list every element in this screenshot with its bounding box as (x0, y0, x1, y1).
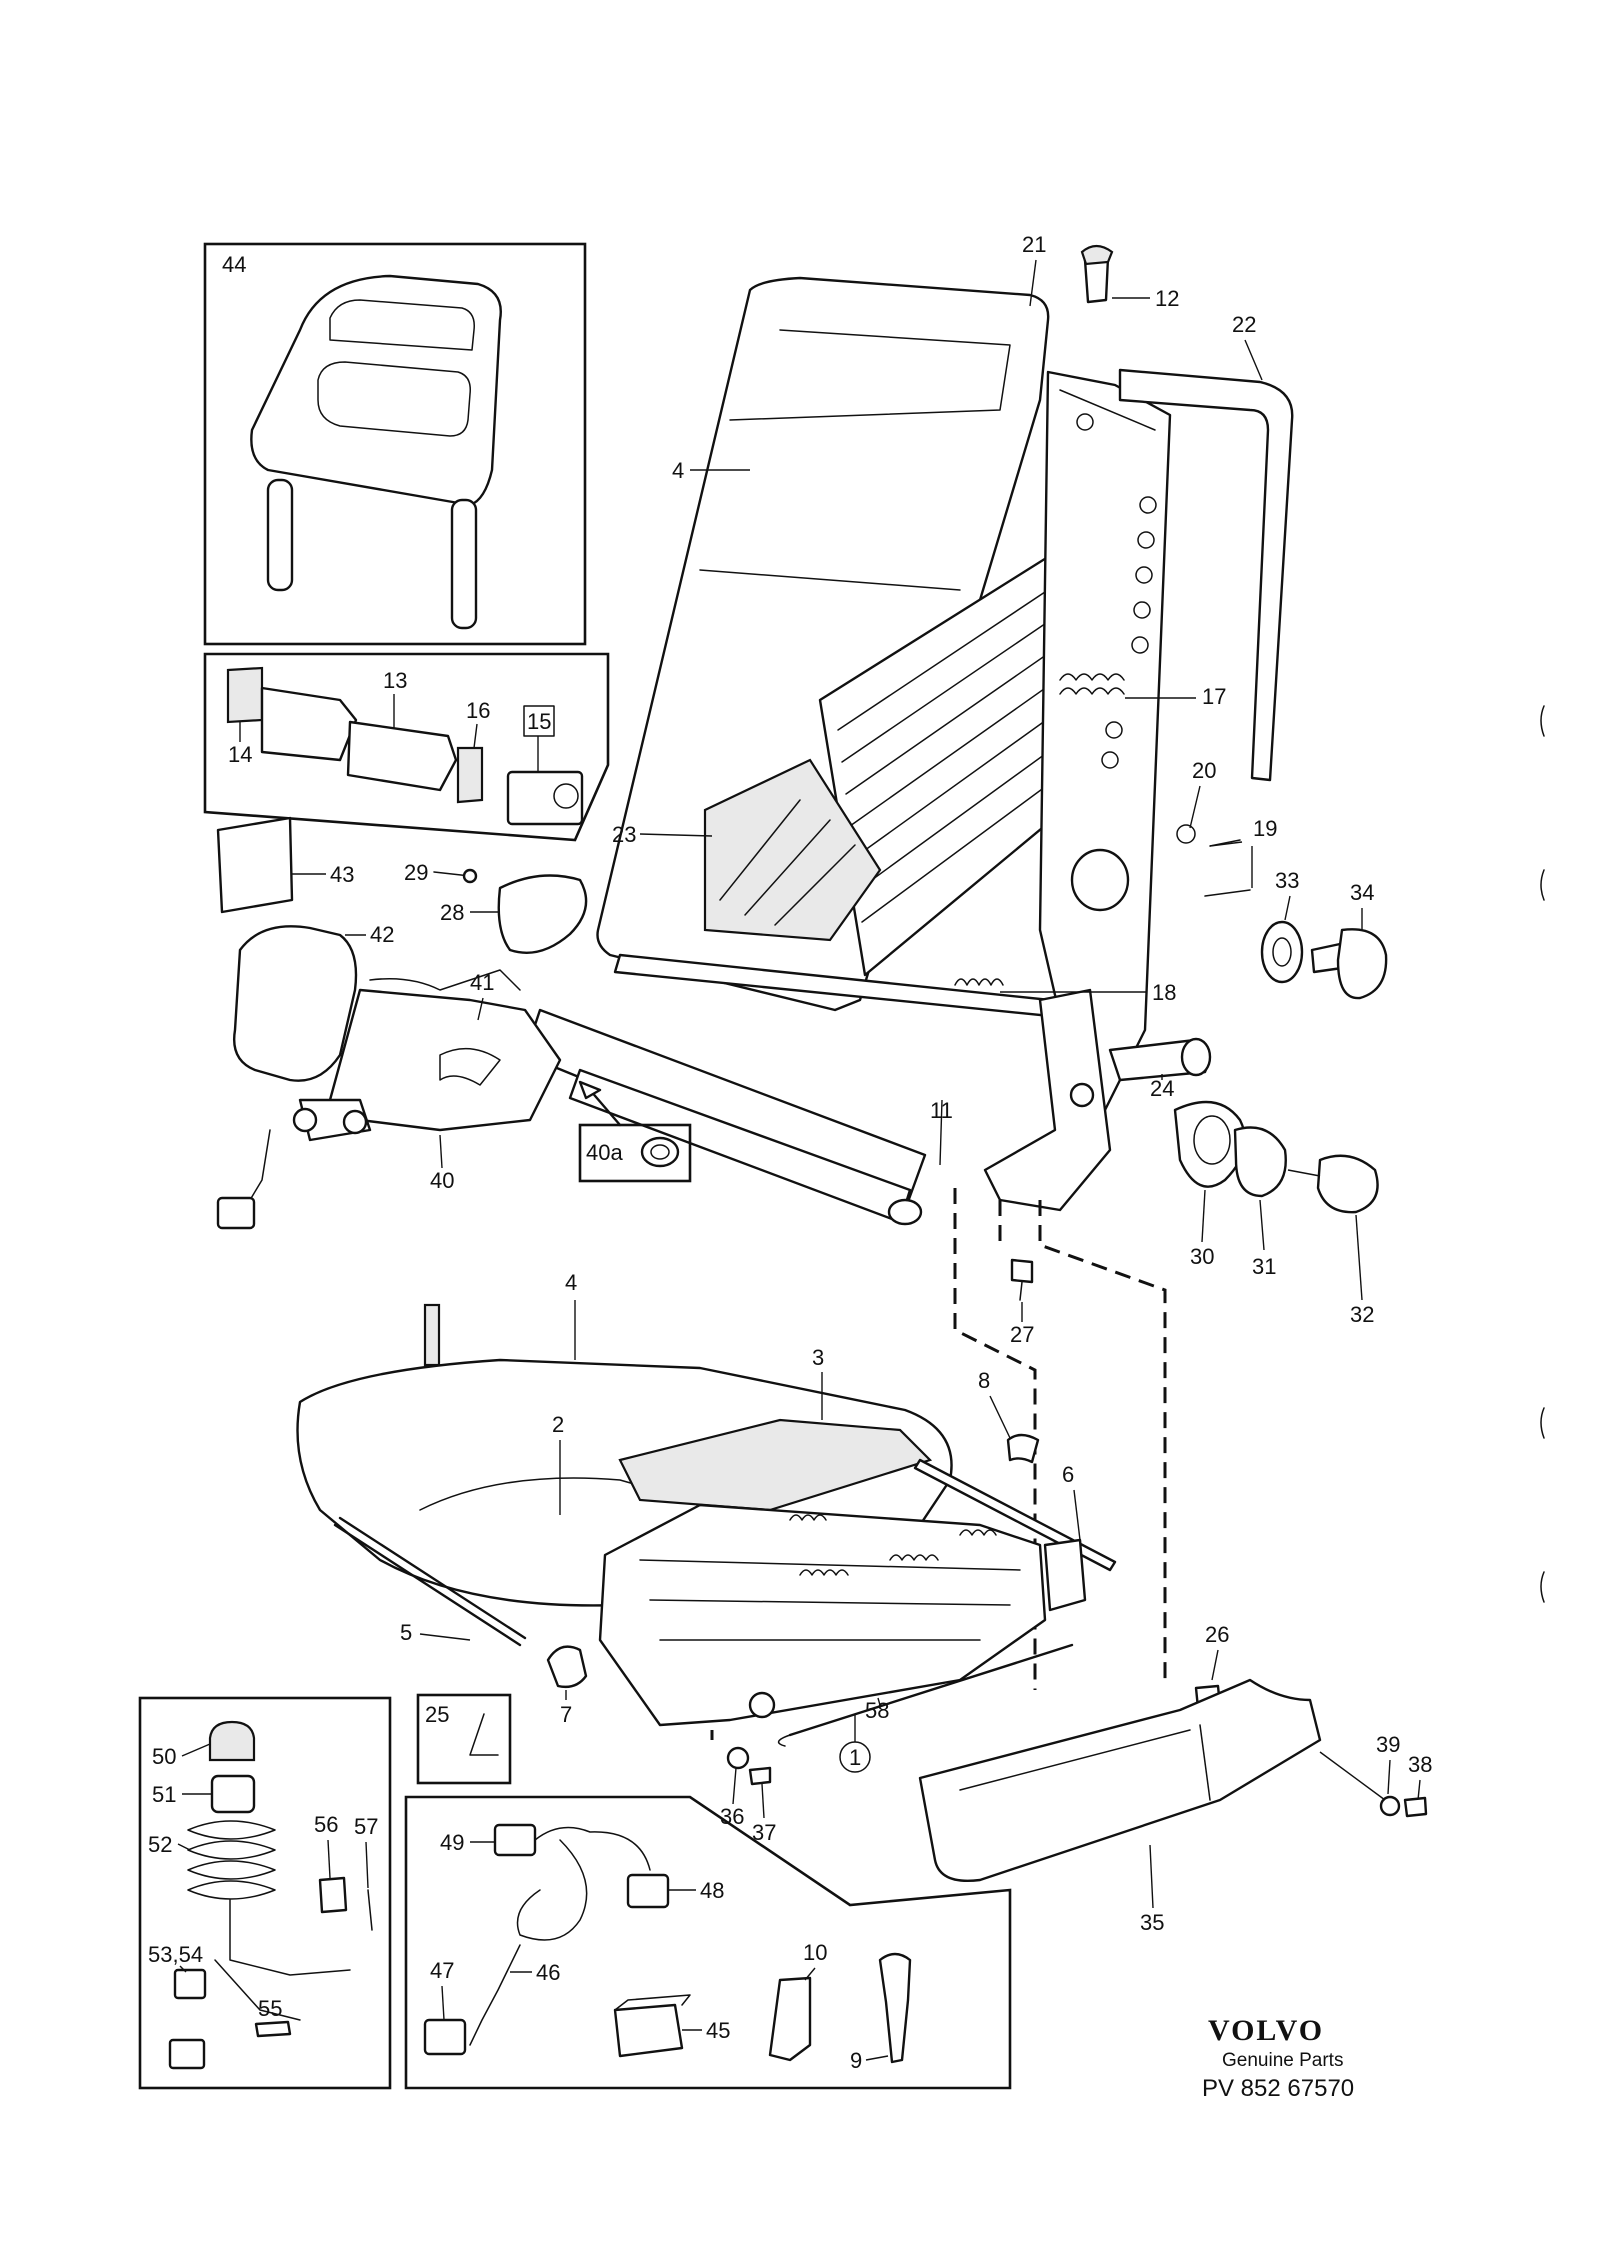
callout-47: 47 (430, 1958, 454, 1983)
inset-25: 25 (416, 1693, 512, 1785)
backrest-assembly (523, 244, 1294, 1226)
side-panel-35 (918, 1678, 1322, 1882)
callout-48: 48 (700, 1878, 724, 1903)
callout-1: 1 (849, 1745, 861, 1770)
callout-21: 21 (1022, 232, 1046, 257)
callout-4-backrest: 4 (672, 458, 684, 483)
callout-55: 55 (258, 1996, 282, 2021)
callout-25: 25 (425, 1702, 449, 1727)
callout-22: 22 (1232, 312, 1256, 337)
callout-3: 3 (812, 1345, 824, 1370)
volvo-logo-text: VOLVO (1208, 2014, 1324, 2047)
recliner-knob-group (1173, 1100, 1379, 1214)
callout-23: 23 (612, 822, 636, 847)
callout-31: 31 (1252, 1254, 1276, 1279)
callout-57: 57 (354, 1814, 378, 1839)
callout-49: 49 (440, 1830, 464, 1855)
callout-40a: 40a (586, 1140, 623, 1165)
callout-19: 19 (1253, 816, 1277, 841)
callout-20: 20 (1192, 758, 1216, 783)
callout-12: 12 (1155, 286, 1179, 311)
callout-4-cushion: 4 (565, 1270, 577, 1295)
inset-trim-13-16: 15 13 16 14 (203, 652, 610, 842)
callout-38: 38 (1408, 1752, 1432, 1777)
callout-6: 6 (1062, 1462, 1074, 1487)
guide-line-26b (1038, 1200, 1167, 1680)
callout-58: 58 (865, 1698, 889, 1723)
callout-42: 42 (370, 922, 394, 947)
callout-16: 16 (466, 698, 490, 723)
callout-8: 8 (978, 1368, 990, 1393)
callout-43: 43 (330, 862, 354, 887)
callout-5: 5 (400, 1620, 412, 1645)
callout-9: 9 (850, 2048, 862, 2073)
callout-13: 13 (383, 668, 407, 693)
callout-45: 45 (706, 2018, 730, 2043)
callout-29: 29 (404, 860, 428, 885)
callout-35: 35 (1140, 1910, 1164, 1935)
callout-24: 24 (1150, 1076, 1174, 1101)
callout-28: 28 (440, 900, 464, 925)
inset-harness-45-49: 49 48 47 46 10 45 9 (404, 1795, 1012, 2090)
buckle-motor-assembly (216, 816, 562, 1230)
inset-headrest-44: 44 (203, 242, 587, 646)
callout-33: 33 (1275, 868, 1299, 893)
callout-53-54: 53,54 (148, 1942, 203, 1967)
callout-32: 32 (1350, 1302, 1374, 1327)
callout-41: 41 (470, 970, 494, 995)
callout-10: 10 (803, 1940, 827, 1965)
callout-14: 14 (228, 742, 252, 767)
callout-2: 2 (552, 1412, 564, 1437)
seat-cushion-assembly (296, 1303, 1117, 1747)
callout-18: 18 (1152, 980, 1176, 1005)
inset-wiring-50-57: 50 51 52 56 57 53,54 55 (138, 1696, 392, 2090)
callout-7: 7 (560, 1702, 572, 1727)
callout-30: 30 (1190, 1244, 1214, 1269)
callout-26: 26 (1205, 1622, 1229, 1647)
callout-46: 46 (536, 1960, 560, 1985)
callout-51: 51 (152, 1782, 176, 1807)
callout-34: 34 (1350, 880, 1374, 905)
callout-15: 15 (527, 709, 551, 734)
footer-part-code: PV 852 67570 (1202, 2075, 1354, 2102)
callout-44: 44 (222, 252, 246, 277)
footer-subtitle: Genuine Parts (1222, 2050, 1343, 2071)
callout-52: 52 (148, 1832, 172, 1857)
callout-40: 40 (430, 1168, 454, 1193)
callout-39: 39 (1376, 1732, 1400, 1757)
guide-line-27 (953, 1188, 1037, 1690)
callout-17: 17 (1202, 684, 1226, 709)
callout-50: 50 (152, 1744, 176, 1769)
callout-27: 27 (1010, 1322, 1034, 1347)
callout-56: 56 (314, 1812, 338, 1837)
inset-40a: 40a (578, 1123, 692, 1183)
